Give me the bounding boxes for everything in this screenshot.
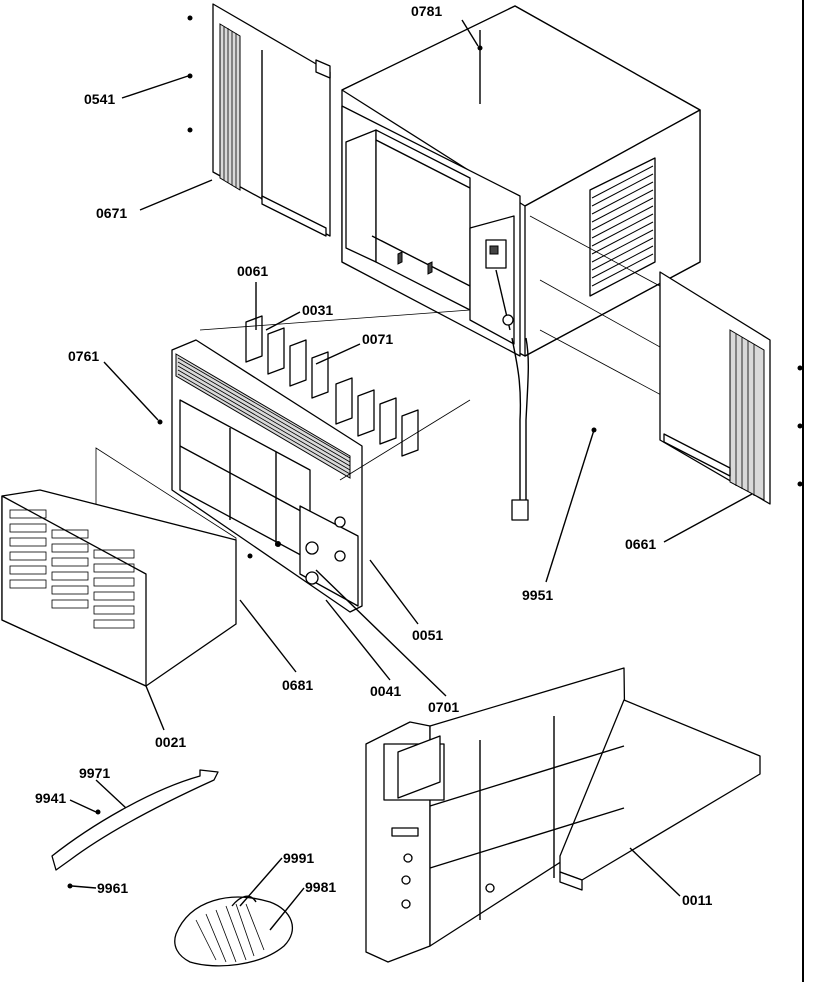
label-0021: 0021 [155, 734, 186, 750]
label-9961: 9961 [97, 880, 128, 896]
label-0781: 0781 [411, 3, 442, 19]
base-pan-assembly [365, 667, 761, 963]
part-labels: 0781 0541 0671 0061 0031 0071 0761 0661 … [35, 3, 713, 908]
label-9981: 9981 [305, 879, 336, 895]
label-0701: 0701 [428, 699, 459, 715]
label-0071: 0071 [362, 331, 393, 347]
front-decorative-grille [1, 489, 237, 687]
front-grille-frame [157, 339, 363, 613]
power-cord-bundle [174, 895, 294, 967]
label-9991: 9991 [283, 850, 314, 866]
right-side-curtain-panel [591, 271, 803, 505]
label-0011: 0011 [682, 892, 713, 908]
label-0541: 0541 [84, 91, 115, 107]
label-0761: 0761 [68, 348, 99, 364]
label-0031: 0031 [302, 302, 333, 318]
label-0061: 0061 [237, 263, 268, 279]
label-0041: 0041 [370, 683, 401, 699]
label-0681: 0681 [282, 677, 313, 693]
cabinet-vent [589, 157, 656, 297]
label-0051: 0051 [412, 627, 443, 643]
cabinet-chassis [341, 5, 761, 521]
grille-louvers [9, 509, 135, 629]
label-0671: 0671 [96, 205, 127, 221]
mounting-bracket [51, 769, 219, 889]
label-9951: 9951 [522, 587, 553, 603]
label-9971: 9971 [79, 765, 110, 781]
left-side-curtain-panel [187, 3, 331, 237]
leader-lines [69, 19, 753, 931]
label-0661: 0661 [625, 536, 656, 552]
label-9941: 9941 [35, 790, 66, 806]
